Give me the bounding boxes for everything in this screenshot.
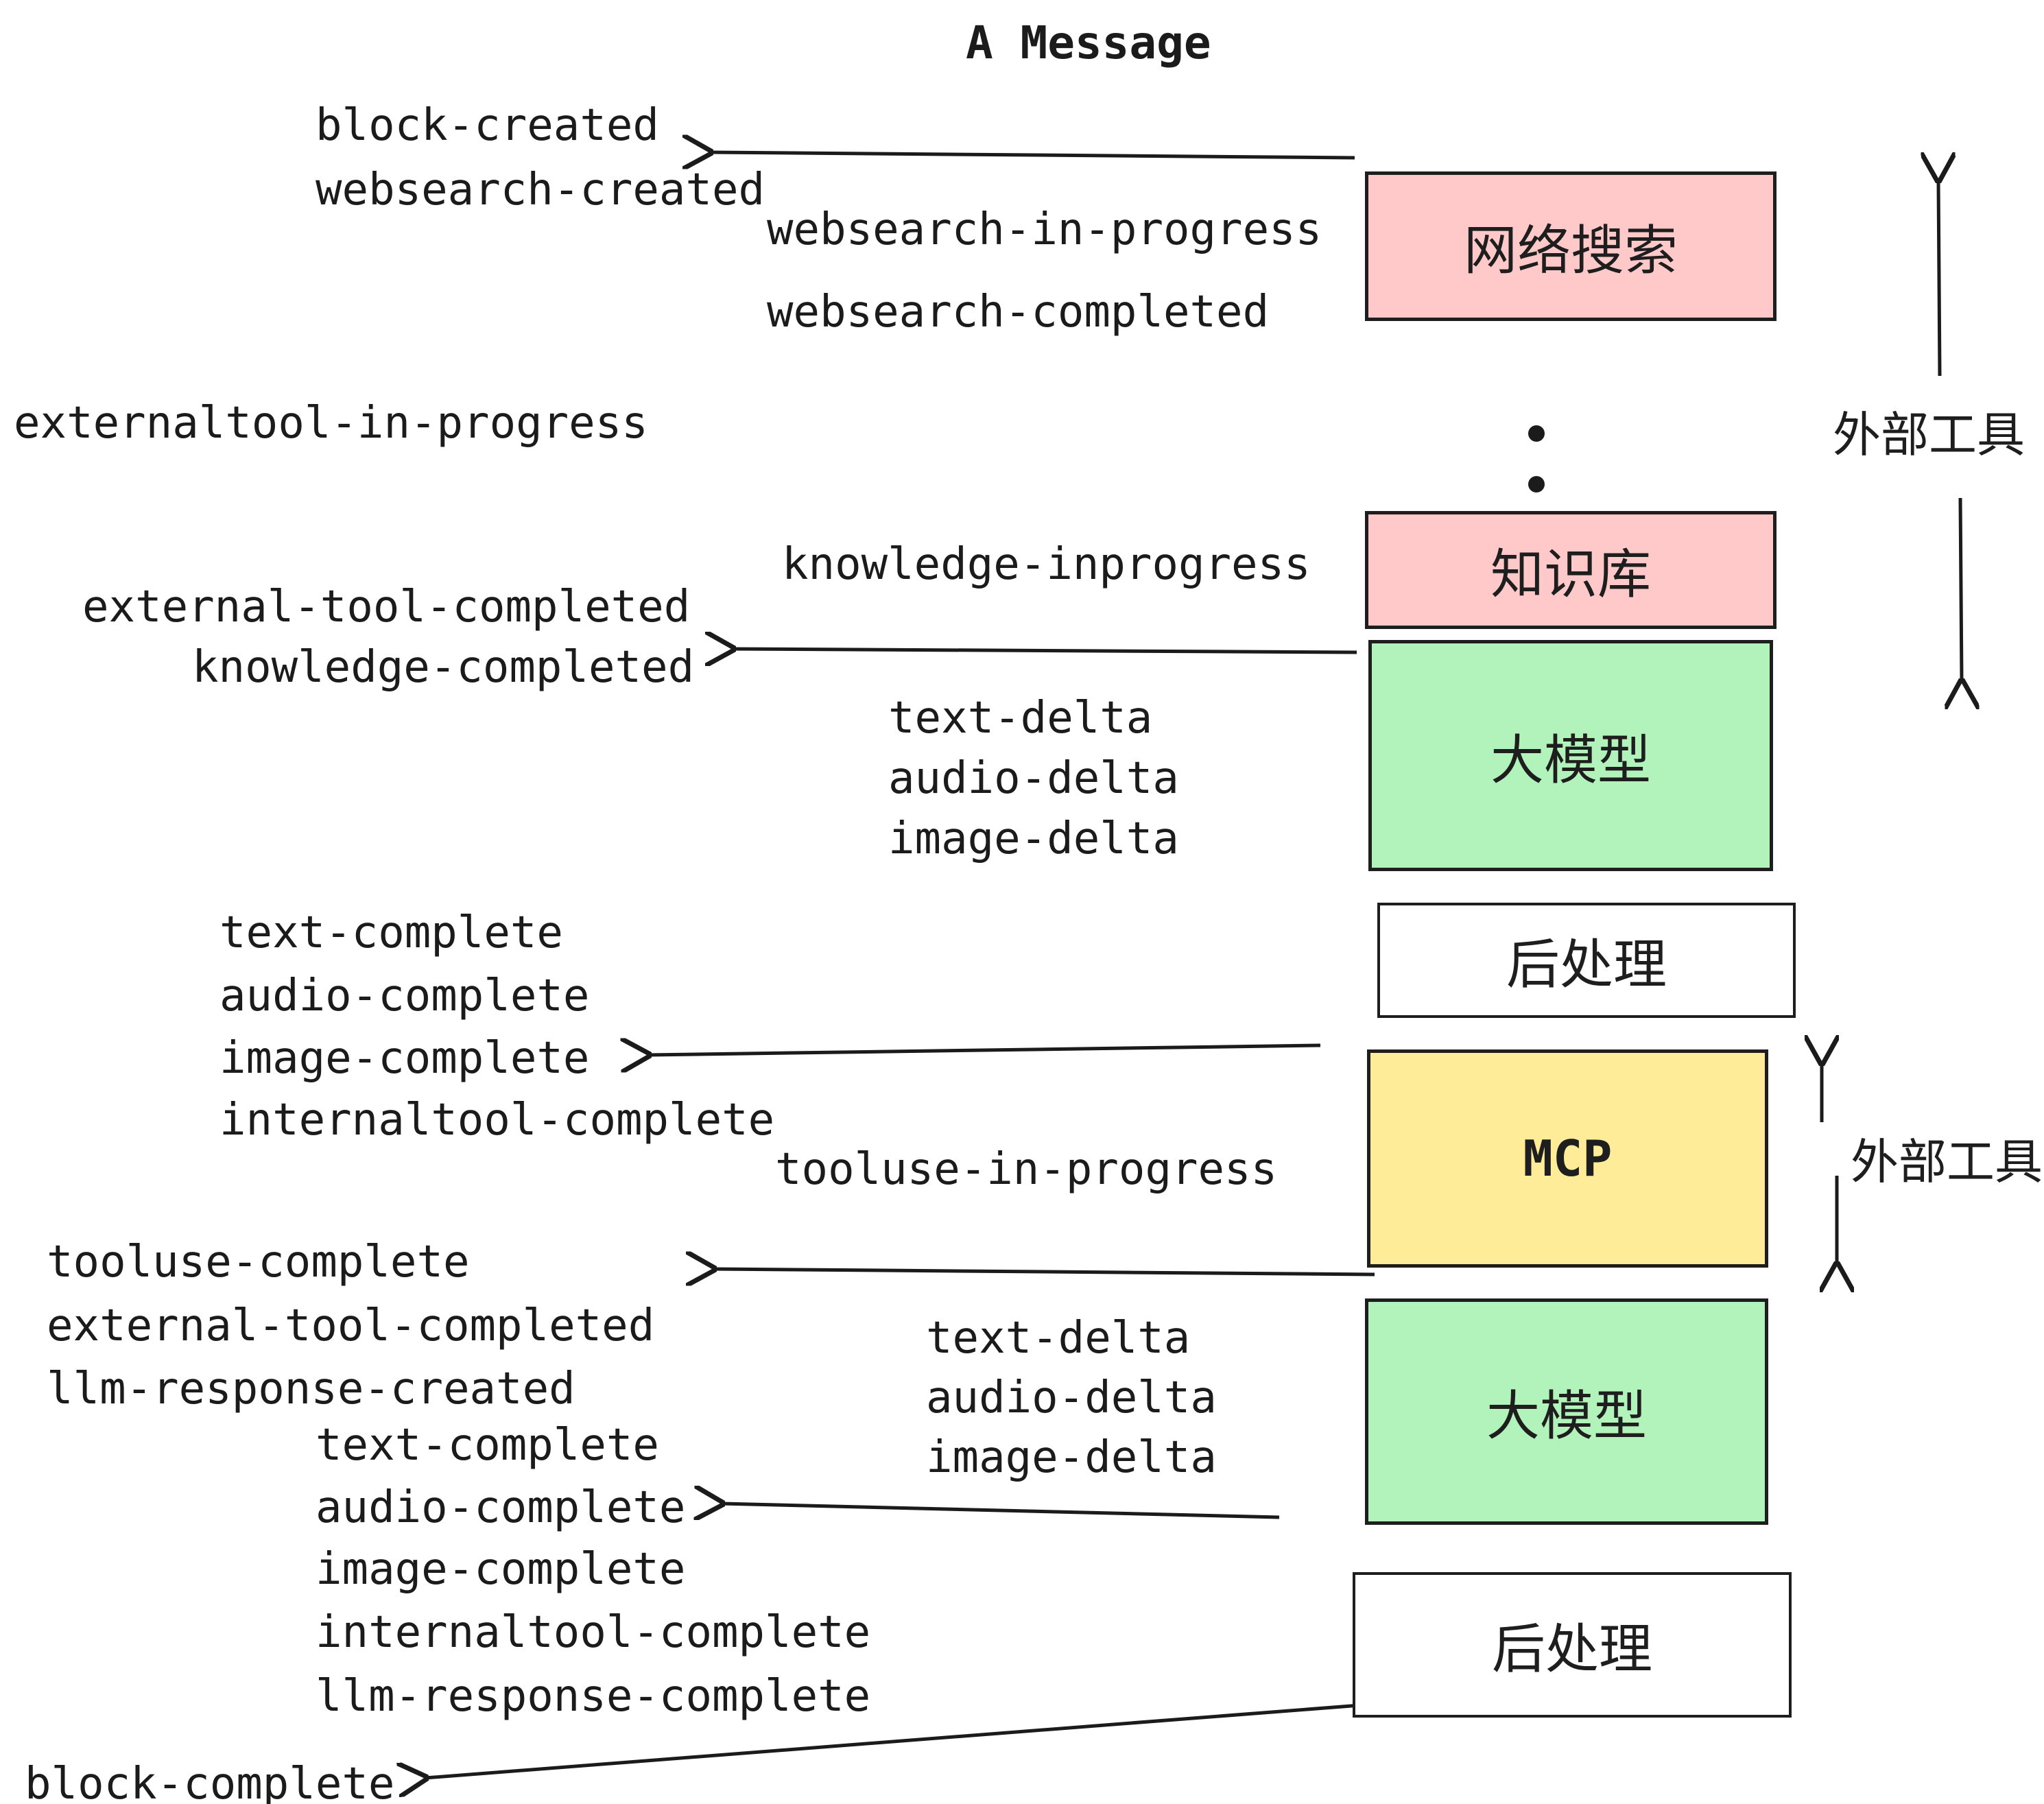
arrow-mcp-to-tooluse-complete	[713, 1269, 1375, 1274]
event-image-delta-1: image-delta	[888, 814, 1179, 864]
box-postprocess-2-label: 后处理	[1491, 1619, 1652, 1679]
event-audio-delta-2: audio-delta	[926, 1373, 1217, 1423]
event-block-created: block-created	[316, 100, 659, 151]
event-knowledge-inprogress: knowledge-inprogress	[782, 539, 1311, 590]
box-websearch[interactable]: 网络搜索	[1365, 171, 1776, 321]
event-websearch-completed: websearch-completed	[767, 287, 1270, 337]
event-llm-response-complete: llm-response-complete	[316, 1671, 871, 1722]
event-external-tool-completed-2: external-tool-completed	[47, 1301, 655, 1351]
box-llm-1-label: 大模型	[1490, 729, 1651, 790]
event-image-complete-2: image-complete	[316, 1544, 686, 1595]
box-llm-2-label: 大模型	[1486, 1386, 1647, 1446]
box-postprocess-1-label: 后处理	[1506, 934, 1667, 995]
event-externaltool-in-progress: externaltool-in-progress	[14, 398, 648, 449]
box-llm-2[interactable]: 大模型	[1365, 1298, 1768, 1525]
event-image-delta-2: image-delta	[926, 1432, 1217, 1483]
event-external-tool-completed-1: external-tool-completed	[82, 582, 691, 632]
arrow-websearch-to-block-created	[710, 152, 1355, 158]
event-text-complete-2: text-complete	[316, 1420, 659, 1471]
event-text-complete-1: text-complete	[219, 907, 563, 958]
event-audio-complete-2: audio-complete	[316, 1482, 686, 1533]
event-websearch-in-progress: websearch-in-progress	[767, 204, 1322, 255]
box-mcp[interactable]: MCP	[1367, 1049, 1768, 1268]
box-knowledge-label: 知识库	[1490, 544, 1651, 604]
event-tooluse-complete: tooluse-complete	[47, 1237, 470, 1287]
box-mcp-label: MCP	[1523, 1130, 1613, 1187]
event-llm-response-created: llm-response-created	[47, 1364, 575, 1414]
box-websearch-label: 网络搜索	[1463, 220, 1678, 281]
event-image-complete-1: image-complete	[219, 1033, 590, 1084]
box-postprocess-2[interactable]: 后处理	[1353, 1572, 1792, 1718]
event-text-delta-2: text-delta	[926, 1313, 1191, 1364]
event-websearch-created: websearch-created	[316, 165, 765, 215]
event-audio-delta-1: audio-delta	[888, 753, 1179, 804]
event-internaltool-complete-1: internaltool-complete	[219, 1095, 775, 1146]
event-text-delta-1: text-delta	[888, 693, 1153, 744]
event-knowledge-completed: knowledge-completed	[192, 642, 695, 693]
arrow-mcp-to-image-complete	[648, 1045, 1321, 1055]
arrow-llm2-to-audio-complete	[722, 1504, 1280, 1517]
external-tools-arrow-up-1	[1938, 180, 1940, 377]
box-knowledge[interactable]: 知识库	[1365, 511, 1776, 629]
diagram-title: A Message	[966, 16, 1211, 69]
event-internaltool-complete-2: internaltool-complete	[316, 1607, 871, 1658]
external-tools-label-1: 外部工具	[1833, 408, 2025, 462]
external-tools-label-2: 外部工具	[1851, 1135, 2043, 1189]
box-llm-1[interactable]: 大模型	[1368, 640, 1773, 871]
event-tooluse-in-progress: tooluse-in-progress	[775, 1144, 1278, 1195]
arrow-knowledge-to-knowledge-completed	[733, 649, 1357, 652]
event-block-complete: block-complete	[25, 1759, 395, 1804]
event-audio-complete-1: audio-complete	[219, 971, 590, 1021]
box-postprocess-1[interactable]: 后处理	[1377, 903, 1796, 1018]
external-tools-arrow-down-1	[1960, 497, 1962, 682]
